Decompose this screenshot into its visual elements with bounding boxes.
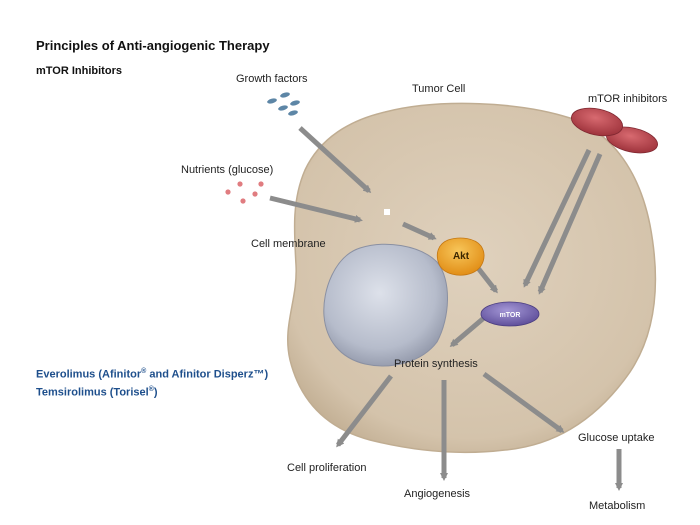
nutrient-glucose-dots	[225, 181, 264, 204]
angiogenesis-label: Angiogenesis	[404, 488, 471, 500]
growth-factor-icons	[267, 92, 300, 116]
protein-synthesis-label: Protein synthesis	[394, 358, 478, 370]
everolimus-drug-label: Everolimus (Afinitor® and Afinitor Dispe…	[36, 368, 268, 381]
everolimus-text-suffix: and Afinitor Disperz™)	[146, 368, 269, 381]
cell-proliferation-label: Cell proliferation	[287, 462, 367, 474]
temsirolimus-text-suffix: )	[153, 386, 158, 399]
temsirolimus-drug-label: Temsirolimus (Torisel®)	[36, 386, 158, 399]
temsirolimus-text: Temsirolimus (Torisel	[36, 386, 149, 399]
mtor-label: mTOR	[500, 312, 521, 319]
temsirolimus-registered-mark: ®	[148, 386, 154, 393]
arrow-to-cell-proliferation	[336, 374, 393, 448]
arrow-growth-factors	[298, 126, 372, 194]
nutrients-label: Nutrients (glucose)	[181, 164, 274, 176]
arrow-akt-to-mtor	[476, 266, 498, 294]
glucose-uptake-label: Glucose uptake	[578, 432, 655, 444]
mtor-inhibitors-label: mTOR inhibitors	[588, 93, 668, 105]
mtor-inhibitor-molecules	[571, 107, 658, 154]
page-title: Principles of Anti-angiogenic Therapy	[36, 38, 270, 53]
arrow-inhibitor-1	[522, 148, 592, 288]
akt-node	[436, 237, 485, 276]
metabolism-label: Metabolism	[589, 500, 646, 512]
everolimus-registered-mark: ®	[141, 368, 147, 375]
growth-factors-label: Growth factors	[236, 73, 308, 85]
akt-label: Akt	[453, 251, 470, 262]
membrane-entry-marker	[384, 209, 390, 215]
arrow-to-glucose-uptake	[482, 371, 565, 434]
mtor-node	[480, 301, 540, 327]
page-subtitle: mTOR Inhibitors	[36, 65, 122, 77]
cell-membrane-label: Cell membrane	[251, 238, 326, 250]
arrow-inhibitor-2	[537, 153, 603, 295]
arrow-mtor-to-protein	[449, 315, 487, 347]
arrow-nutrients	[269, 195, 363, 223]
arrow-to-akt	[401, 221, 437, 241]
everolimus-text: Everolimus (Afinitor	[36, 368, 142, 381]
tumor-cell-label: Tumor Cell	[412, 83, 466, 95]
nucleus	[323, 243, 448, 367]
